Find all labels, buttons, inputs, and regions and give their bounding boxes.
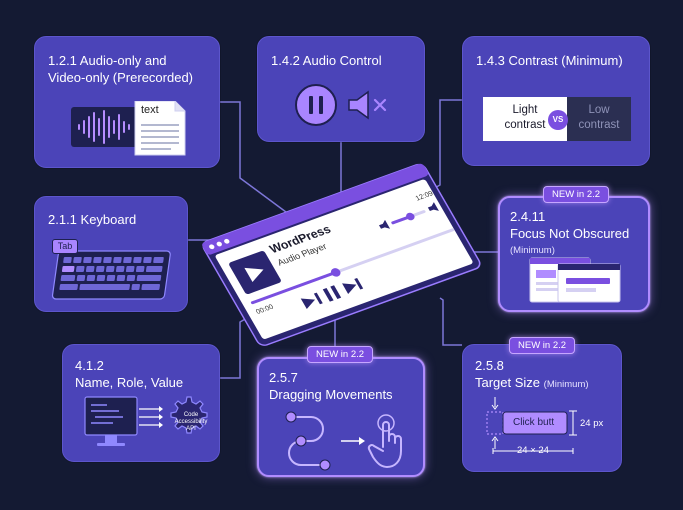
card-focus-subtitle: (Minimum): [510, 245, 555, 256]
card-name-role-line2: Name, Role, Value: [75, 375, 184, 390]
badge-new-dragging: NEW in 2.2: [307, 346, 374, 363]
card-audio-only-title-line2: Video-only (Prerecorded): [48, 70, 193, 85]
card-target-title-line2: Target Size: [475, 375, 541, 390]
target-size-diagram: [486, 397, 577, 454]
gear-line1: Code: [183, 412, 199, 418]
target-height-label: 24 px: [580, 418, 604, 429]
overlapping-windows-icon: [529, 257, 621, 303]
card-audio-control[interactable]: 1.4.2 Audio Control: [257, 36, 425, 142]
card-focus-title-line1: 2.4.11: [510, 209, 546, 224]
card-focus-title-line2: Focus Not Obscured: [510, 226, 630, 241]
low-contrast-line1: Low: [588, 104, 610, 116]
card-audio-control-title: 1.4.2 Audio Control: [271, 53, 382, 68]
code-monitor-icon: [84, 396, 208, 446]
card-keyboard[interactable]: 2.1.1 Keyboard Tab: [34, 196, 188, 312]
pause-icon: [295, 84, 337, 126]
card-contrast-title: 1.4.3 Contrast (Minimum): [476, 53, 623, 68]
card-contrast[interactable]: 1.4.3 Contrast (Minimum) Light contrast …: [462, 36, 650, 166]
drag-gesture-icon: [285, 411, 402, 471]
card-keyboard-title: 2.1.1 Keyboard: [48, 212, 137, 227]
doc-text-label: text: [141, 104, 159, 116]
click-button-sample: Click butt: [513, 417, 555, 428]
gear-line2: Accessibility: [174, 419, 208, 425]
mute-icon: [348, 90, 387, 120]
target-dimensions-label: 24 × 24: [517, 445, 549, 456]
card-name-role-line1: 4.1.2: [75, 358, 104, 373]
card-dragging-title-line1: 2.5.7: [269, 370, 298, 385]
keyboard-icon: [51, 250, 171, 300]
tab-key: Tab: [52, 239, 78, 254]
versus-badge: VS: [548, 110, 568, 130]
card-focus-not-obscured[interactable]: 2.4.11 Focus Not Obscured (Minimum): [498, 196, 650, 312]
light-contrast-line2: contrast: [504, 119, 546, 131]
card-dragging-movements[interactable]: 2.5.7 Dragging Movements: [257, 357, 425, 477]
low-contrast-swatch: Low contrast: [567, 97, 631, 141]
light-contrast-line1: Light: [512, 104, 538, 116]
accessibility-api-label: Code Accessibility API: [171, 412, 211, 433]
card-dragging-title-line2: Dragging Movements: [269, 387, 393, 402]
badge-new-focus: NEW in 2.2: [543, 186, 610, 203]
card-audio-only[interactable]: 1.2.1 Audio-only and Video-only (Prereco…: [34, 36, 220, 168]
low-contrast-line2: contrast: [578, 119, 620, 131]
card-target-size[interactable]: 2.5.8 Target Size (Minimum) Click butt 2…: [462, 344, 622, 472]
card-target-title-line1: 2.5.8: [475, 358, 504, 373]
badge-new-target: NEW in 2.2: [509, 337, 576, 354]
card-target-subtitle: (Minimum): [543, 379, 589, 390]
gear-line3: API: [186, 426, 196, 432]
card-audio-only-title-line1: 1.2.1 Audio-only and: [48, 53, 167, 68]
card-name-role-value[interactable]: 4.1.2 Name, Role, Value Code Accessibili…: [62, 344, 220, 462]
waveform-document-icon: [71, 101, 186, 156]
